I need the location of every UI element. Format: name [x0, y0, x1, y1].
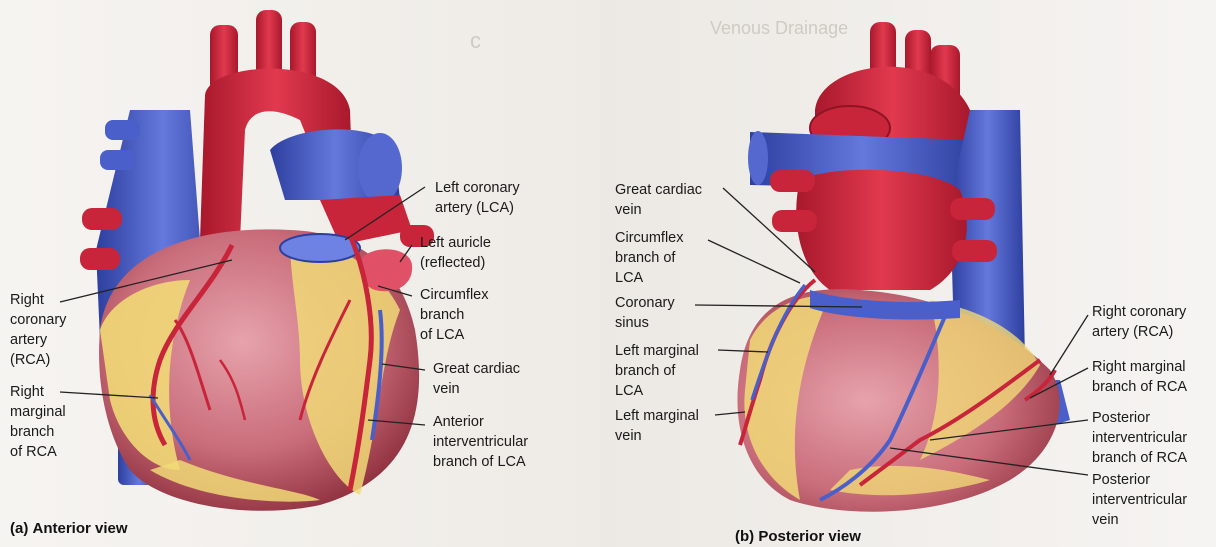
caption-anterior: (a) Anterior view	[10, 520, 128, 537]
pulmonary-vein	[80, 248, 120, 270]
label-right-marginal-branch: Right marginal branch of RCA	[10, 382, 66, 462]
label-circumflex-branch-posterior: Circumflex branch of LCA	[615, 228, 683, 288]
label-right-coronary-artery-posterior: Right coronary artery (RCA)	[1092, 302, 1186, 342]
vein-branch	[105, 120, 140, 140]
left-atrium	[796, 170, 967, 290]
posterior-view-panel: Venous Drainage Great cardiac vein Circu…	[600, 0, 1216, 547]
label-coronary-sinus: Coronary sinus	[615, 293, 675, 333]
pulmonary-vein	[950, 198, 995, 220]
label-posterior-interventricular-vein: Posterior interventricular vein	[1092, 470, 1187, 530]
label-right-marginal-branch-posterior: Right marginal branch of RCA	[1092, 357, 1187, 397]
caption-title: Posterior view	[758, 528, 861, 545]
label-left-auricle: Left auricle (reflected)	[420, 233, 491, 273]
label-great-cardiac-vein: Great cardiac vein	[433, 359, 520, 399]
pulmonary-vein	[82, 208, 122, 230]
vein-branch	[100, 150, 135, 170]
background-text: c	[470, 28, 481, 54]
caption-posterior: (b) Posterior view	[735, 528, 861, 545]
label-right-coronary-artery: Right coronary artery (RCA)	[10, 290, 66, 370]
label-left-marginal-branch: Left marginal branch of LCA	[615, 341, 699, 401]
caption-letter: (a)	[10, 520, 28, 537]
caption-letter: (b)	[735, 528, 754, 545]
label-posterior-interventricular-branch: Posterior interventricular branch of RCA	[1092, 408, 1187, 468]
caption-title: Anterior view	[33, 520, 128, 537]
pulmonary-vein	[952, 240, 997, 262]
label-anterior-interventricular: Anterior interventricular branch of LCA	[433, 412, 528, 472]
label-great-cardiac-vein-posterior: Great cardiac vein	[615, 180, 702, 220]
pulmonary-vein	[772, 210, 817, 232]
label-left-coronary-artery: Left coronary artery (LCA)	[435, 178, 520, 218]
label-left-marginal-vein: Left marginal vein	[615, 406, 699, 446]
pulmonary-artery-end	[748, 131, 768, 185]
anterior-view-panel: c Left coronary artery (LCA) Left auricl…	[0, 0, 600, 547]
pulmonary-artery-cut	[358, 133, 402, 203]
label-circumflex-branch: Circumflex branch of LCA	[420, 285, 488, 345]
background-text: Venous Drainage	[710, 18, 848, 39]
pulmonary-vein	[770, 170, 815, 192]
